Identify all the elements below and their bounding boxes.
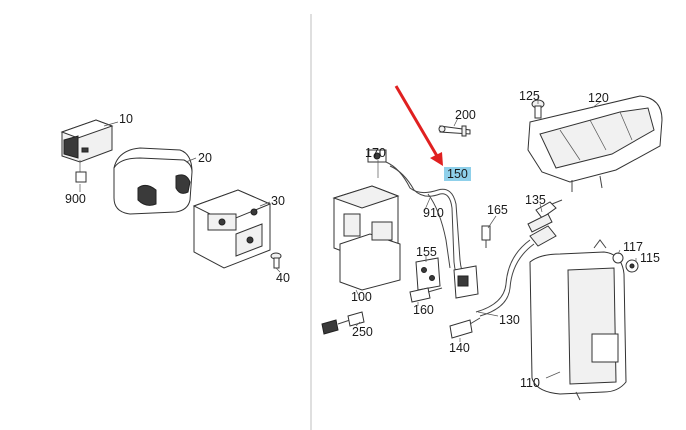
label-115[interactable]: 115 (640, 251, 660, 265)
label-165[interactable]: 165 (487, 203, 508, 217)
label-140[interactable]: 140 (449, 341, 470, 355)
label-155[interactable]: 155 (416, 245, 437, 259)
label-250[interactable]: 250 (352, 325, 373, 339)
part-10-module[interactable] (60, 119, 114, 183)
label-10[interactable]: 10 (119, 112, 133, 126)
part-135-filter[interactable] (527, 199, 563, 233)
label-40[interactable]: 40 (276, 271, 290, 285)
label-110[interactable]: 110 (520, 376, 540, 390)
part-170-clip[interactable] (367, 149, 387, 163)
part-200-connector[interactable] (438, 125, 471, 137)
label-910[interactable]: 910 (423, 206, 444, 220)
label-120[interactable]: 120 (588, 91, 609, 105)
label-100[interactable]: 100 (351, 290, 372, 304)
label-900[interactable]: 900 (65, 192, 86, 206)
label-130[interactable]: 130 (499, 313, 520, 327)
part-115-grommet[interactable] (625, 259, 639, 273)
part-165-sensor[interactable] (481, 225, 491, 248)
part-160-fitting[interactable] (409, 287, 443, 303)
label-135[interactable]: 135 (525, 193, 546, 207)
part-40-bolt[interactable] (270, 252, 282, 269)
part-117-nut[interactable] (612, 252, 624, 264)
part-30-bracket[interactable] (192, 189, 272, 269)
label-20[interactable]: 20 (198, 151, 212, 165)
label-160[interactable]: 160 (413, 303, 434, 317)
label-117[interactable]: 117 (623, 240, 643, 254)
part-20-cover[interactable] (113, 147, 193, 215)
label-170[interactable]: 170 (365, 146, 386, 160)
part-140-fitting[interactable] (449, 317, 481, 339)
part-120-cover[interactable] (527, 95, 663, 192)
label-30[interactable]: 30 (271, 194, 285, 208)
part-130-hose[interactable] (475, 225, 557, 317)
highlight-arrow (394, 85, 443, 166)
part-910-hose[interactable] (427, 193, 451, 269)
label-200[interactable]: 200 (455, 108, 476, 122)
leader-lines (79, 96, 637, 379)
valve-block[interactable] (453, 265, 479, 299)
part-155-bracket[interactable] (415, 257, 441, 291)
label-150-highlighted[interactable]: 150 (444, 167, 471, 181)
part-110-tank[interactable] (529, 239, 627, 401)
label-125[interactable]: 125 (519, 89, 540, 103)
part-100-heater[interactable] (332, 185, 401, 291)
part-250-connector[interactable] (321, 311, 365, 335)
